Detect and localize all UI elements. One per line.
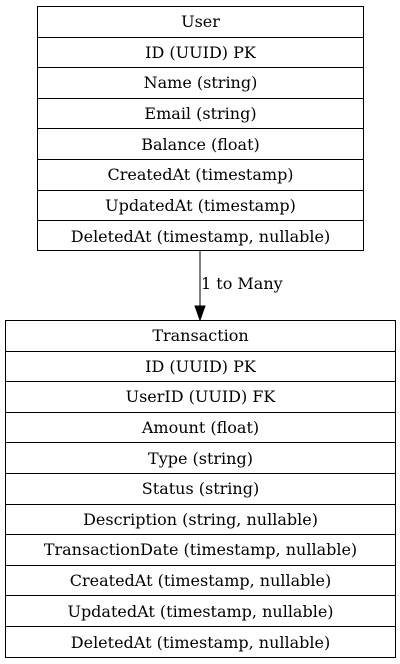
user-field-deletedat: DeletedAt (timestamp, nullable) (70, 226, 331, 246)
transaction-field-updatedat: UpdatedAt (timestamp, nullable) (6, 596, 395, 627)
transaction-field-deletedat: DeletedAt (timestamp, nullable) (70, 632, 331, 652)
relationship-arrowhead (194, 305, 206, 322)
user-field-createdat: CreatedAt (timestamp) (38, 160, 363, 191)
transaction-entity-title: Transaction (6, 321, 395, 352)
transaction-field-transactiondate: TransactionDate (timestamp, nullable) (6, 535, 395, 566)
relationship-label: 1 to Many (201, 274, 283, 293)
user-field-email: Email (string) (38, 99, 363, 130)
transaction-field-userid: UserID (UUID) FK (6, 382, 395, 413)
transaction-field-description: Description (string, nullable) (6, 505, 395, 536)
user-field-updatedat: UpdatedAt (timestamp) (38, 191, 363, 222)
transaction-entity: Transaction ID (UUID) PK UserID (UUID) F… (5, 320, 396, 658)
user-field-id: ID (UUID) PK (38, 38, 363, 69)
transaction-field-amount: Amount (float) (6, 413, 395, 444)
user-entity-title: User (38, 7, 363, 38)
transaction-field-createdat: CreatedAt (timestamp, nullable) (6, 566, 395, 597)
user-field-name: Name (string) (38, 68, 363, 99)
transaction-field-type: Type (string) (6, 443, 395, 474)
user-entity: User ID (UUID) PK Name (string) Email (s… (37, 6, 364, 251)
user-field-balance: Balance (float) (38, 129, 363, 160)
transaction-field-id: ID (UUID) PK (6, 352, 395, 383)
transaction-field-status: Status (string) (6, 474, 395, 505)
